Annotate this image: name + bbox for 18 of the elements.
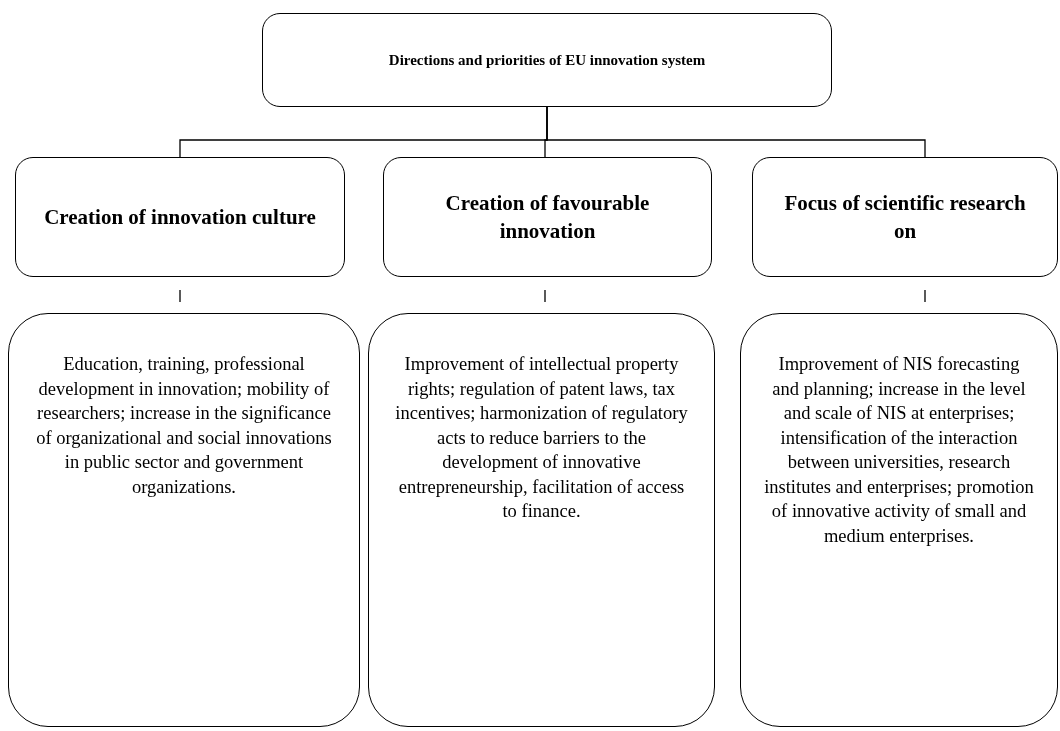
title-box (262, 13, 832, 107)
connector-line (544, 289, 546, 303)
category-box (383, 157, 712, 277)
heading-text: Creation of innovation culture (44, 204, 316, 231)
heading-text: Focus of scientific research on (783, 190, 1027, 245)
heading-text: Creation of favourable innovation (444, 190, 651, 245)
description-box (740, 313, 1058, 727)
body-text: Improvement of NIS forecasting and planning; increase in the level and scale of NIS at enterprises; intensification of the interaction between universities, research institutes and enterprises; promotion of innovative activity of small and medium enterprises. (763, 353, 1035, 548)
connector-line (179, 289, 181, 303)
title-text: Directions and priorities of EU innovation system (388, 51, 706, 70)
category-box (15, 157, 345, 277)
connector-line (546, 106, 926, 158)
body-text: Education, training, professional development in innovation; mobility of researchers; increase in the significance of organizational and social innovations in public sector and government organizations. (35, 353, 333, 499)
description-box (8, 313, 360, 727)
connector-line (924, 289, 926, 303)
description-box (368, 313, 715, 727)
category-box (752, 157, 1058, 277)
body-text: Improvement of intellectual property rights; regulation of patent laws, tax incentives; harmonization of regulatory acts to reduce barriers to the development of innovative entrepreneurship, facilitation of access to finance. (394, 353, 689, 523)
